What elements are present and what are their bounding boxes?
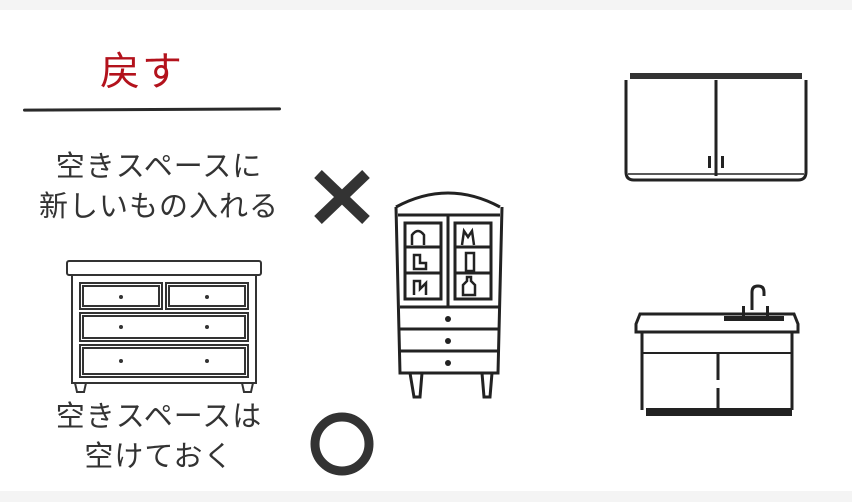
good-example-line1: 空きスペースは xyxy=(55,399,263,433)
bad-example-line1: 空きスペースに xyxy=(55,149,263,183)
cabinet-icon xyxy=(394,191,504,399)
cross-mark-icon xyxy=(314,170,370,224)
good-example-line2: 空けておく xyxy=(84,439,234,473)
sink-cabinet-icon xyxy=(634,284,800,416)
bad-example-line2: 新しいもの入れる xyxy=(38,189,279,223)
bottom-letterbox xyxy=(0,491,852,502)
wall-cabinet-icon xyxy=(624,73,808,182)
dresser-icon xyxy=(66,260,262,393)
circle-mark-icon xyxy=(310,412,374,476)
top-letterbox xyxy=(0,0,852,10)
bad-example-caption: 空きスペースに 新しいもの入れる xyxy=(14,146,304,226)
good-example-caption: 空きスペースは 空けておく xyxy=(14,396,304,476)
page-title: 戻す xyxy=(100,49,184,95)
title-underline xyxy=(22,107,282,112)
